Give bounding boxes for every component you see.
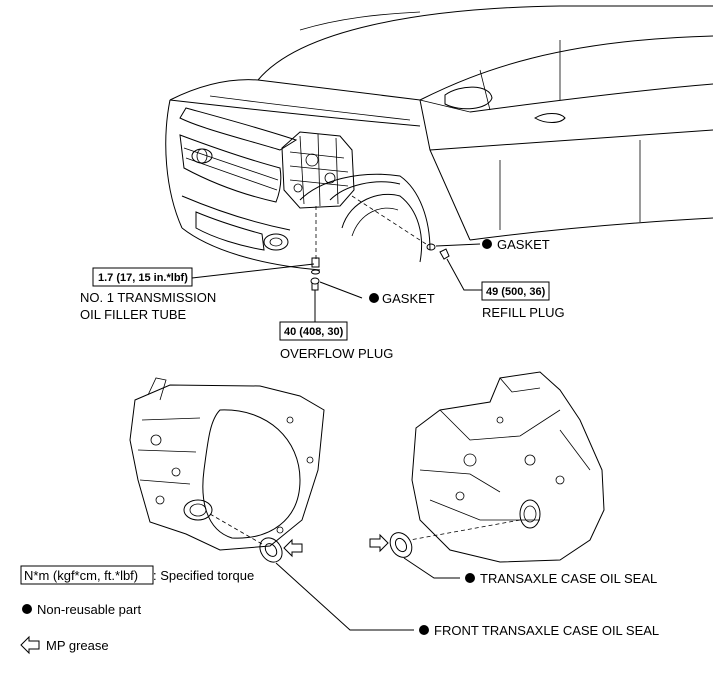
transaxle-rear-view: [129, 377, 325, 551]
front-transaxle-case-oil-seal-part: [259, 537, 283, 563]
filler-tube-label-line2: OIL FILLER TUBE: [80, 307, 187, 322]
filler-tube-part: [311, 257, 320, 275]
overflow-plug-label: OVERFLOW PLUG: [280, 346, 393, 361]
legend-nonreusable-bullet: [22, 604, 32, 614]
car-illustration: [165, 5, 713, 271]
front-transaxle-seal-label: FRONT TRANSAXLE CASE OIL SEAL: [434, 623, 659, 638]
legend-torque-desc: : Specified torque: [153, 568, 254, 583]
mp-grease-arrow-front-seal: [283, 538, 303, 558]
mp-grease-arrow-transaxle-seal: [369, 533, 389, 553]
engine-transaxle-in-car: [281, 131, 427, 262]
refill-plug-label: REFILL PLUG: [482, 305, 565, 320]
nonreusable-bullet-transaxle-seal: [465, 573, 475, 583]
gasket-upper-label: GASKET: [497, 237, 550, 252]
transaxle-case-oil-seal-part: [389, 532, 413, 558]
legend-grease: MP grease: [46, 638, 109, 653]
overflow-plug-part: [310, 277, 320, 291]
torque-refill-plug: 49 (500, 36): [486, 286, 546, 298]
transaxle-front-view: [409, 371, 605, 563]
refill-plug-part: [426, 243, 450, 260]
legend-torque-box: N*m (kgf*cm, ft.*lbf): [24, 568, 138, 583]
torque-filler-tube: 1.7 (17, 15 in.*lbf): [98, 272, 188, 284]
legend-grease-arrow: [20, 635, 40, 655]
nonreusable-bullet-gasket-lower: [369, 293, 379, 303]
torque-overflow-plug: 40 (408, 30): [284, 326, 344, 338]
nonreusable-bullet-front-seal: [419, 625, 429, 635]
legend: N*m (kgf*cm, ft.*lbf) : Specified torque…: [20, 565, 254, 655]
legend-nonreusable: Non-reusable part: [37, 602, 141, 617]
transaxle-seal-label: TRANSAXLE CASE OIL SEAL: [480, 571, 657, 586]
nonreusable-bullet-gasket-upper: [482, 239, 492, 249]
gasket-lower-label: GASKET: [382, 291, 435, 306]
filler-tube-label-line1: NO. 1 TRANSMISSION: [80, 290, 216, 305]
